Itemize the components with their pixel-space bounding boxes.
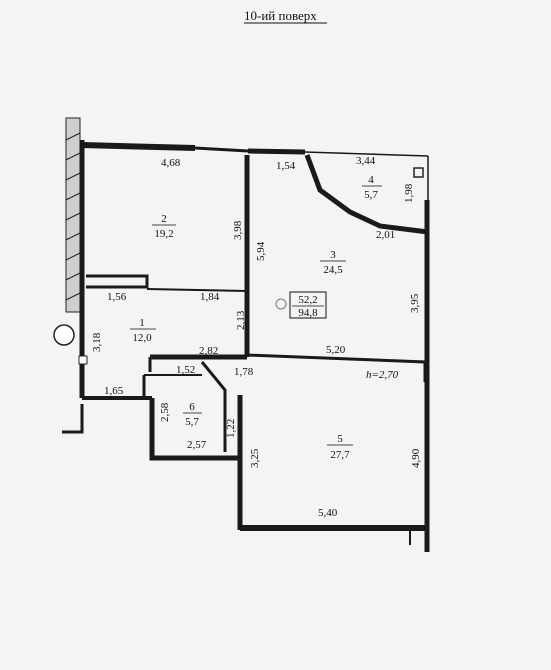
dim-room4-bottom: 2,01 (376, 229, 395, 241)
total-area: 94,8 (298, 307, 318, 319)
dim-hall-segment: 1,78 (234, 366, 254, 378)
dim-room1-left: 3,18 (91, 332, 103, 352)
room-area: 5,7 (364, 189, 378, 201)
dim-bath-top: 1,52 (176, 364, 195, 376)
room-area: 24,5 (323, 264, 343, 276)
dim-room5-bottom: 5,40 (318, 507, 338, 519)
room-3: 3 24,5 (320, 249, 346, 276)
balcony-hatching (65, 117, 81, 313)
dim-room5-left: 3,25 (249, 448, 261, 468)
room-number: 2 (161, 213, 167, 225)
room-number: 4 (368, 174, 374, 186)
dim-room3-right: 3,95 (409, 293, 421, 313)
dim-corridor-top: 1,54 (276, 160, 296, 172)
room-6: 6 5,7 (183, 401, 202, 428)
dimension-labels: 4,68 1,54 3,44 2,01 1,56 1,84 2,82 5,20 … (91, 155, 422, 519)
dim-room2-top: 4,68 (161, 157, 181, 169)
ceiling-height: h=2,70 (366, 369, 399, 381)
room-area: 27,7 (330, 449, 350, 461)
living-area: 52,2 (298, 294, 317, 306)
column-marker-icon (78, 355, 88, 365)
dim-room3-left: 5,94 (255, 241, 267, 261)
room4-vent-icon (413, 167, 424, 178)
dim-room6-right: 1,22 (225, 419, 237, 438)
dim-hall-top: 2,82 (199, 345, 218, 357)
room-number: 5 (337, 433, 343, 445)
column-icon (53, 324, 75, 346)
floor-title: 10-ий поверх (244, 8, 317, 23)
room-2: 2 19,2 (152, 213, 176, 240)
dim-room6-bottom: 2,57 (187, 439, 207, 451)
room-4: 4 5,7 (362, 174, 382, 201)
dim-room1-top-left: 1,56 (107, 291, 127, 303)
dim-room1-top-right: 1,84 (200, 291, 220, 303)
room-number: 6 (189, 401, 195, 413)
room-area: 19,2 (154, 228, 173, 240)
room-number: 1 (139, 317, 145, 329)
area-totals: 52,2 94,8 (275, 291, 327, 319)
room-1: 1 12,0 (130, 317, 156, 344)
dim-room1-right: 2,13 (235, 310, 247, 330)
dim-room6-left: 2,58 (159, 402, 171, 422)
dim-room4-top: 3,44 (356, 155, 376, 167)
walls (62, 140, 430, 552)
room-5: 5 27,7 (327, 433, 353, 461)
room-area: 12,0 (132, 332, 152, 344)
room-area: 5,7 (185, 416, 199, 428)
room-number: 3 (330, 249, 336, 261)
dim-room5-top: 5,20 (326, 344, 346, 356)
dim-room2-right: 3,98 (232, 220, 244, 240)
dim-entrance-top: 1,65 (104, 385, 124, 397)
dim-room5-right: 4,90 (410, 448, 422, 468)
dim-room4-right: 1,98 (403, 183, 415, 203)
